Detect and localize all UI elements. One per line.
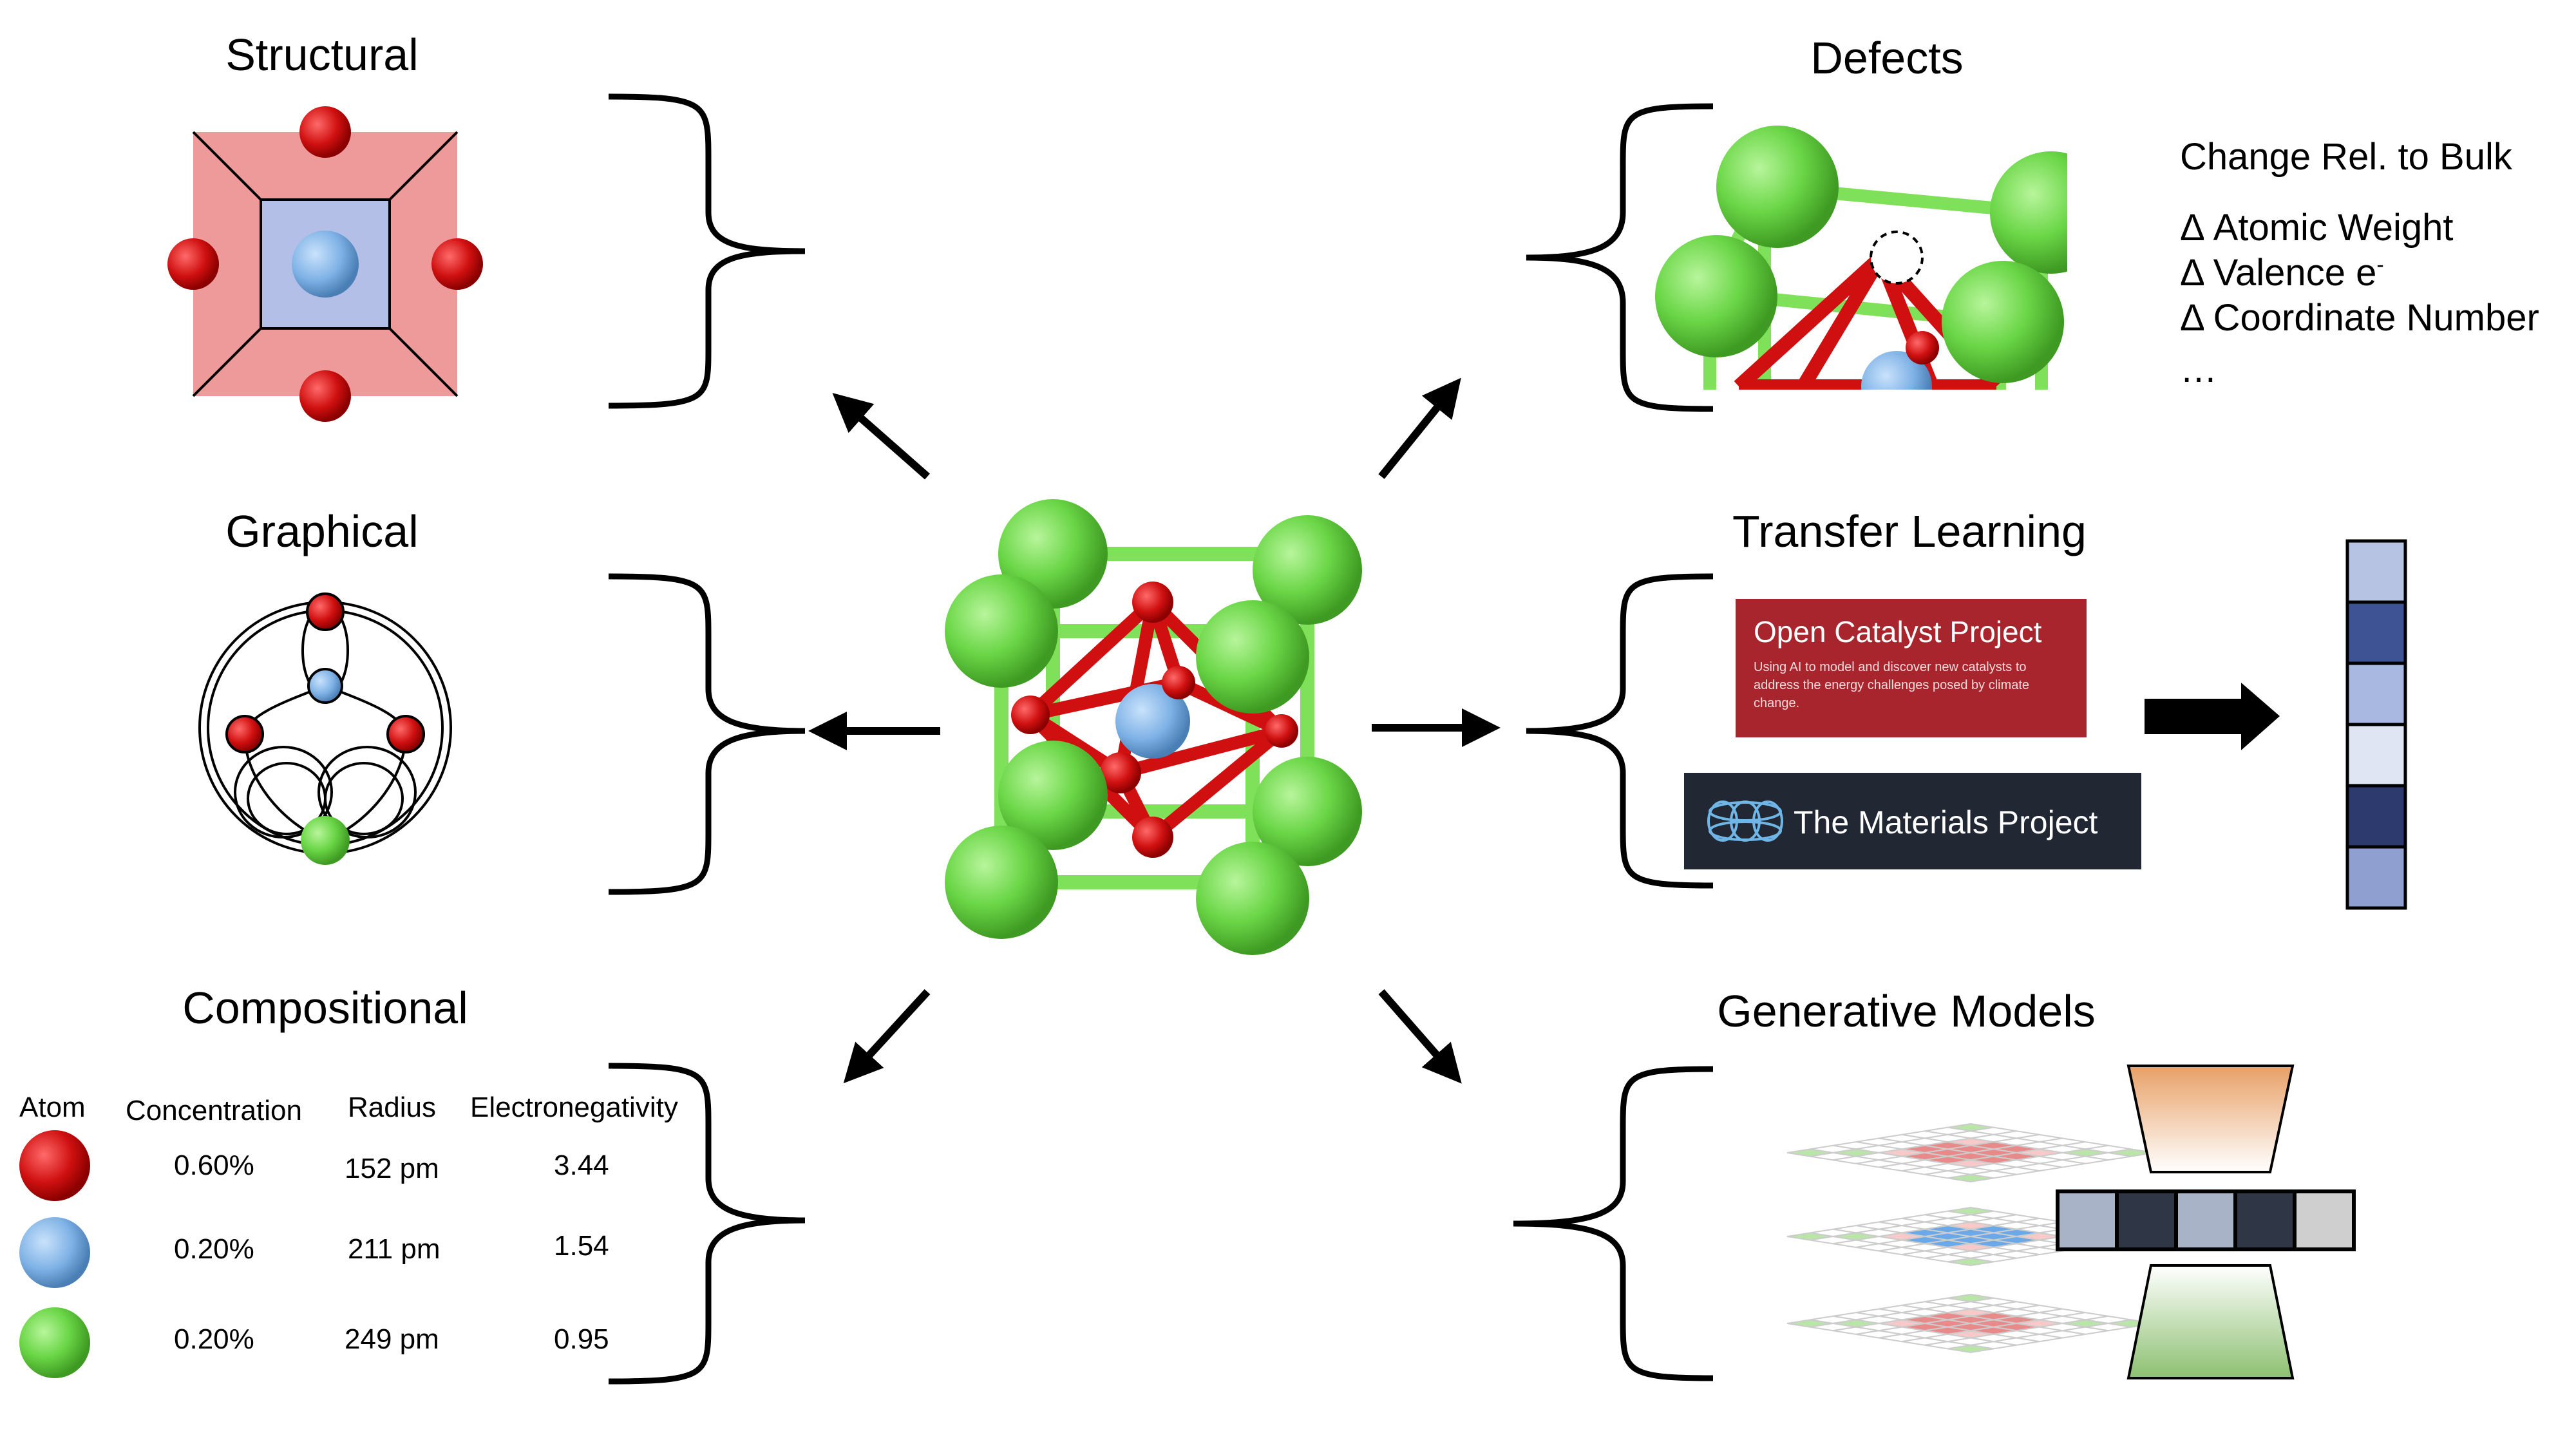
vector-cell-2: [2345, 661, 2407, 726]
compositional-title: Compositional: [182, 983, 468, 1033]
table-header-electronegativity: Electronegativity: [470, 1092, 678, 1123]
valence-superscript: -: [2376, 252, 2384, 278]
graphical-title: Graphical: [225, 506, 419, 556]
valence-text: Δ Valence e: [2180, 252, 2377, 294]
transfer-arrow: [2145, 683, 2280, 750]
row3-radius: 249 pm: [345, 1323, 439, 1355]
defects-heading: Change Rel. to Bulk: [2180, 136, 2512, 178]
embedding-vector: [2345, 539, 2407, 910]
generative-models-title: Generative Models: [1717, 986, 2096, 1036]
table-header-atom: Atom: [19, 1092, 86, 1123]
table-header-concentration: Concentration: [126, 1095, 302, 1126]
latent-vector: [2056, 1189, 2356, 1251]
materials-project-icon: [1707, 800, 1783, 842]
graphical-diagram: [198, 592, 452, 865]
feature-grid-1: [1786, 1206, 2155, 1267]
vector-cell-5: [2345, 845, 2407, 910]
row2-electronegativity: 1.54: [554, 1230, 609, 1262]
latent-cell-2: [2174, 1189, 2237, 1251]
defects-item-ellipsis: …: [2180, 348, 2217, 390]
structural-diagram: [167, 106, 483, 422]
encoder-trapezoid: [2126, 1065, 2295, 1173]
mp-title: The Materials Project: [1794, 804, 2098, 840]
decoder-trapezoid: [2126, 1264, 2295, 1379]
transfer-learning-title: Transfer Learning: [1732, 506, 2087, 556]
row2-concentration: 0.20%: [174, 1233, 254, 1265]
vector-cell-4: [2345, 784, 2407, 849]
defects-item-coordinate-number: Δ Coordinate Number: [2180, 297, 2539, 339]
defects-item-atomic-weight: Δ Atomic Weight: [2180, 207, 2454, 249]
open-catalyst-project-logo: Open Catalyst Project Using AI to model …: [1736, 599, 2087, 737]
feature-grid-0: [1786, 1122, 2155, 1183]
ocp-subtitle: Using AI to model and discover new catal…: [1754, 660, 2030, 710]
ocp-title: Open Catalyst Project: [1754, 615, 2042, 649]
row3-electronegativity: 0.95: [554, 1323, 609, 1355]
vector-cell-1: [2345, 600, 2407, 665]
structural-title: Structural: [225, 30, 419, 80]
materials-project-logo: The Materials Project: [1684, 773, 2141, 869]
braces: [608, 93, 1714, 1385]
latent-cell-3: [2233, 1189, 2297, 1251]
central-crystal: [945, 499, 1362, 955]
center-arrows: [808, 377, 1501, 1084]
feature-grid-2: [1786, 1293, 2155, 1354]
latent-cell-0: [2056, 1189, 2119, 1251]
latent-cell-4: [2293, 1189, 2356, 1251]
autoencoder: [2056, 1065, 2356, 1379]
defects-title: Defects: [1810, 33, 1964, 83]
latent-cell-1: [2115, 1189, 2178, 1251]
defects-item-valence: Δ Valence e-: [2180, 251, 2384, 294]
row2-radius: 211 pm: [348, 1233, 440, 1265]
generative-grids: [1786, 1122, 2155, 1354]
row1-electronegativity: 3.44: [554, 1150, 609, 1181]
defects-crystal: [1655, 126, 2067, 390]
compositional-atoms: [19, 1130, 90, 1378]
vector-cell-3: [2345, 723, 2407, 788]
row3-concentration: 0.20%: [174, 1323, 254, 1355]
row1-radius: 152 pm: [345, 1153, 439, 1184]
table-header-radius: Radius: [348, 1092, 436, 1123]
row1-concentration: 0.60%: [174, 1150, 254, 1181]
vector-cell-0: [2345, 539, 2407, 604]
